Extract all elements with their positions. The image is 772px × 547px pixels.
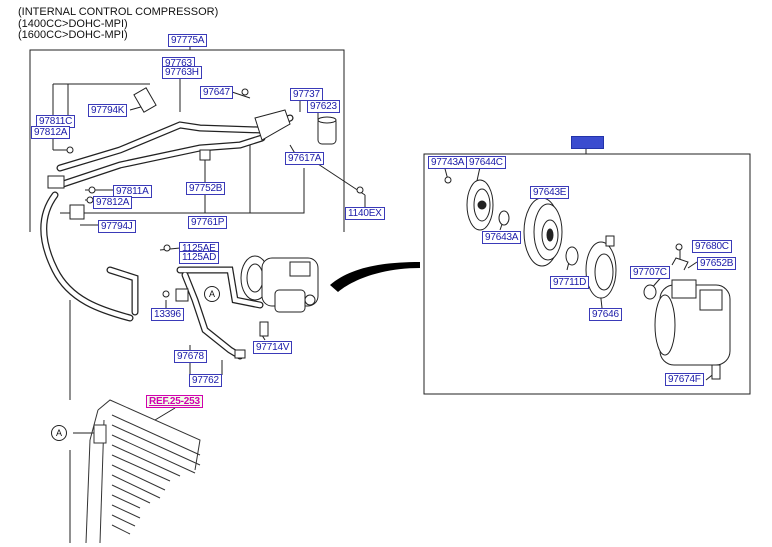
group-bracket-97761p [60,168,304,213]
part-label-1125ad[interactable]: 1125AD [179,251,220,264]
part-label-97647[interactable]: 97647 [200,86,233,99]
part-label-97737[interactable]: 97737 [290,88,323,101]
group-bracket-97775a [30,50,344,232]
part-label-1140ex[interactable]: 1140EX [345,207,385,220]
ref-link-25-253[interactable]: REF.25-253 [146,395,203,408]
header-line-2: (1400CC>DOHC-MPI) [18,18,128,30]
part-label-97644c[interactable]: 97644C [466,156,506,169]
part-label-97761p[interactable]: 97761P [188,216,228,229]
part-label-97812a-top[interactable]: 97812A [31,126,71,139]
part-label-97674f[interactable]: 97674F [665,373,704,386]
zoom-connector [330,262,420,292]
part-label-97762[interactable]: 97762 [189,374,222,387]
part-label-97707c[interactable]: 97707C [630,266,670,279]
part-label-97643e[interactable]: 97643E [530,186,570,199]
muffler-97737 [255,110,290,140]
part-label-97743a[interactable]: 97743A [428,156,468,169]
part-label-97652b[interactable]: 97652B [697,257,737,270]
part-label-97794j[interactable]: 97794J [98,220,136,233]
part-label-97701-selected[interactable]: 97701 [571,136,604,149]
connection-marker-a-bottom: A [51,425,67,441]
part-label-97711d[interactable]: 97711D [550,276,590,289]
part-label-97752b[interactable]: 97752B [186,182,226,195]
compressor-installed [241,256,318,312]
connection-marker-a-top: A [204,286,220,302]
header-line-1: (INTERNAL CONTROL COMPRESSOR) [18,6,219,18]
part-label-97680c[interactable]: 97680C [692,240,732,253]
part-label-97812a-low[interactable]: 97812A [93,196,133,209]
header-line-3: (1600CC>DOHC-MPI) [18,29,128,41]
part-label-97678[interactable]: 97678 [174,350,207,363]
part-label-97623[interactable]: 97623 [307,100,340,113]
part-label-97775a[interactable]: 97775A [168,34,208,47]
part-label-97763h[interactable]: 97763H [162,66,202,79]
part-label-97714v[interactable]: 97714V [253,341,293,354]
part-label-13396[interactable]: 13396 [151,308,184,321]
part-label-97794k[interactable]: 97794K [88,104,128,117]
condenser-ref [86,400,200,543]
part-label-97643a[interactable]: 97643A [482,231,522,244]
detail-box-97701 [424,154,750,394]
part-label-97617a[interactable]: 97617A [285,152,325,165]
part-label-97646[interactable]: 97646 [589,308,622,321]
